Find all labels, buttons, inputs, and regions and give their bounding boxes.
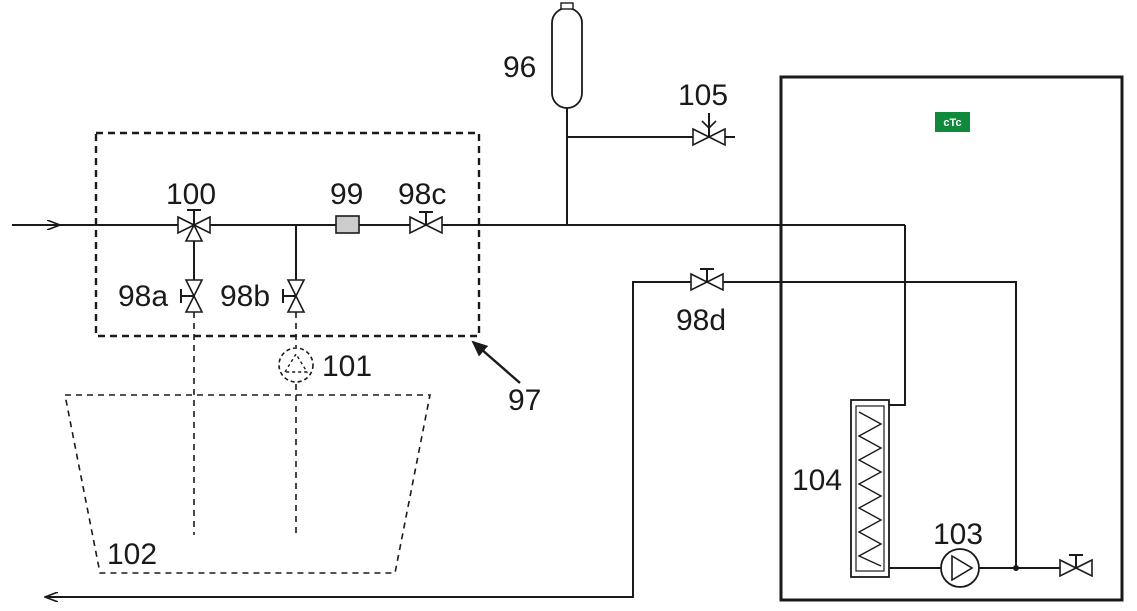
three-way-valve-icon xyxy=(177,209,211,242)
label-104: 104 xyxy=(792,464,842,497)
label-96: 96 xyxy=(503,51,536,84)
drain-valve-icon xyxy=(1059,554,1093,578)
heat-pump-unit-outline xyxy=(779,75,1124,602)
label-102: 102 xyxy=(107,538,157,571)
label-97: 97 xyxy=(508,384,541,417)
label-103: 103 xyxy=(933,518,983,551)
ground-collector-outline xyxy=(64,394,431,574)
label-98b: 98b xyxy=(220,280,270,313)
heat-exchanger-icon xyxy=(850,399,890,578)
filter-icon xyxy=(335,215,360,234)
shutoff-valve-98a-icon xyxy=(180,279,204,313)
valve-group-box xyxy=(94,131,481,338)
shutoff-valve-98c-icon xyxy=(409,211,443,235)
junction-dot xyxy=(1013,565,1019,571)
circulation-pump-101-icon xyxy=(278,347,314,383)
label-98c: 98c xyxy=(398,178,446,211)
expansion-vessel-icon xyxy=(551,2,583,109)
circulation-pump-103-icon xyxy=(940,548,980,588)
shutoff-valve-98b-icon xyxy=(282,279,306,313)
label-99: 99 xyxy=(330,178,363,211)
brand-logo-text: cTc xyxy=(943,117,961,129)
brand-logo: cTc xyxy=(935,112,970,132)
return-pipe xyxy=(110,281,1017,598)
label-100: 100 xyxy=(166,178,216,211)
valve-group-pointer-arrow xyxy=(471,340,521,384)
label-105: 105 xyxy=(678,79,728,112)
label-98a: 98a xyxy=(118,280,168,313)
safety-valve-icon xyxy=(692,113,726,147)
shutoff-valve-98d-icon xyxy=(690,268,724,292)
label-101: 101 xyxy=(322,350,372,383)
brand-logo-background xyxy=(935,112,970,132)
label-98d: 98d xyxy=(676,304,726,337)
supply-pipe-to-exchanger xyxy=(889,225,906,406)
